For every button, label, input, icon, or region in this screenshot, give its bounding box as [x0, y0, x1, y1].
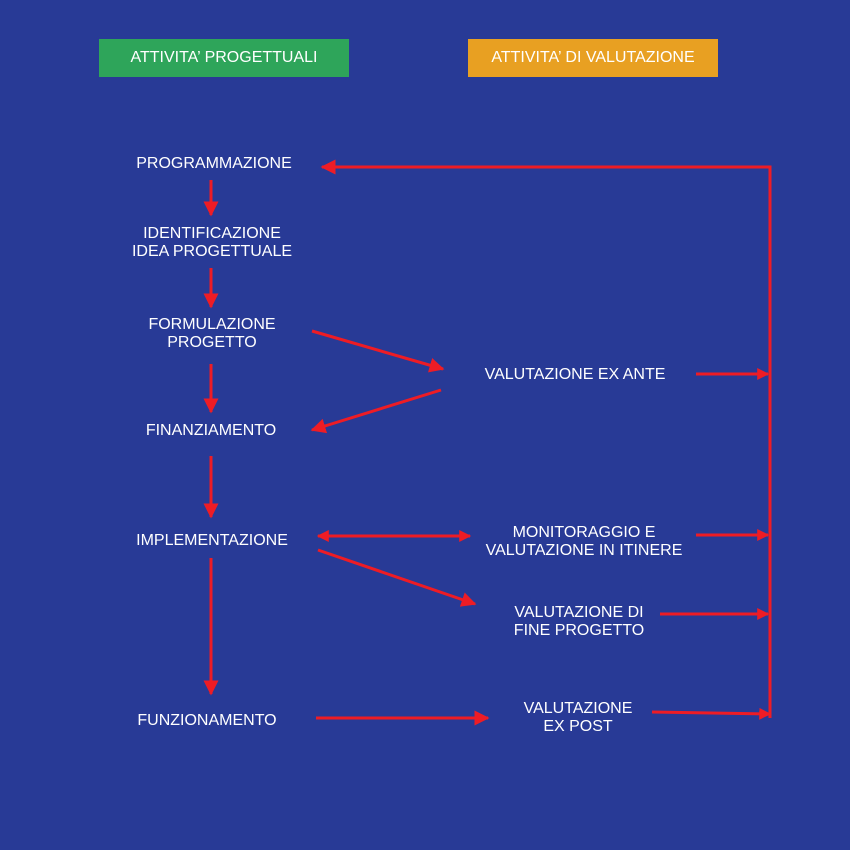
- feedback-loop-line: [320, 159, 772, 718]
- eval-label: VALUTAZIONE EX ANTE: [484, 366, 666, 383]
- step-label: PROGRAMMAZIONE: [136, 155, 292, 172]
- step-label: FUNZIONAMENTO: [137, 712, 277, 729]
- step-label: IMPLEMENTAZIONE: [136, 532, 288, 549]
- header-project-activities: ATTIVITA’ PROGETTUALI: [99, 39, 349, 77]
- step-label: IDEA PROGETTUALE: [131, 243, 293, 260]
- arrow-ex-post-to-feedback: [651, 707, 772, 720]
- eval-label: FINE PROGETTO: [513, 622, 645, 639]
- eval-label: VALUTAZIONE DI: [514, 604, 644, 621]
- step-label: FORMULAZIONE: [148, 316, 276, 333]
- eval-label: VALUTAZIONE: [523, 700, 633, 717]
- step-formulazione: FORMULAZIONE PROGETTO: [148, 316, 275, 352]
- step-label: FINANZIAMENTO: [145, 422, 277, 439]
- eval-label: EX POST: [543, 718, 613, 735]
- eval-ex-ante: VALUTAZIONE EX ANTE: [485, 366, 666, 384]
- eval-ex-post: VALUTAZIONE EX POST: [524, 700, 633, 736]
- step-implementazione: IMPLEMENTAZIONE: [136, 532, 288, 550]
- arrow-implementazione-to-fine-progetto: [317, 548, 477, 607]
- step-identificazione: IDENTIFICAZIONE IDEA PROGETTUALE: [132, 225, 292, 261]
- header-evaluation-activities: ATTIVITA’ DI VALUTAZIONE: [468, 39, 718, 77]
- arrow-formulazione-to-ex-ante: [311, 329, 445, 373]
- step-funzionamento: FUNZIONAMENTO: [137, 712, 276, 730]
- step-label: IDENTIFICAZIONE: [143, 225, 281, 242]
- step-finanziamento: FINANZIAMENTO: [146, 422, 276, 440]
- eval-label: VALUTAZIONE IN ITINERE: [485, 542, 683, 559]
- step-label: PROGETTO: [167, 334, 257, 351]
- eval-in-itinere: MONITORAGGIO E VALUTAZIONE IN ITINERE: [486, 524, 683, 560]
- eval-fine-progetto: VALUTAZIONE DI FINE PROGETTO: [514, 604, 644, 640]
- step-programmazione: PROGRAMMAZIONE: [136, 155, 292, 173]
- arrow-ex-ante-to-finanziamento: [310, 388, 442, 434]
- eval-label: MONITORAGGIO E: [512, 524, 656, 541]
